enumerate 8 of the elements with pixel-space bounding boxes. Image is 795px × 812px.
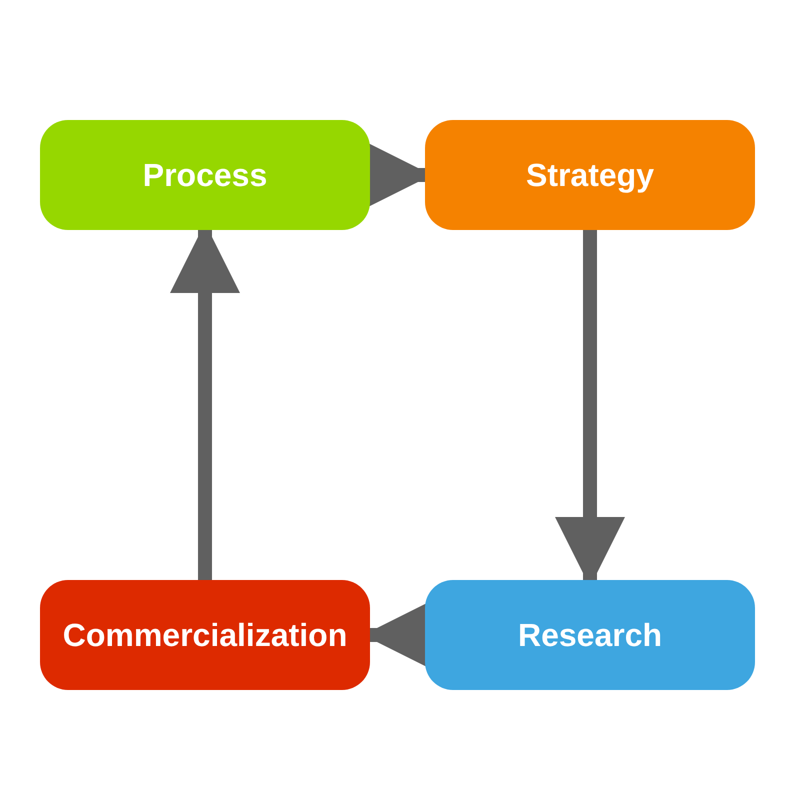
step-label: Strategy	[526, 156, 654, 194]
step-label: Research	[518, 616, 662, 654]
arrow-shape	[425, 120, 755, 230]
step-label: Process	[142, 156, 268, 194]
arrow-shape	[40, 580, 370, 690]
step-label: Commercialization	[62, 616, 348, 654]
arrow-shape	[425, 580, 755, 690]
arrow-shape	[40, 120, 370, 230]
